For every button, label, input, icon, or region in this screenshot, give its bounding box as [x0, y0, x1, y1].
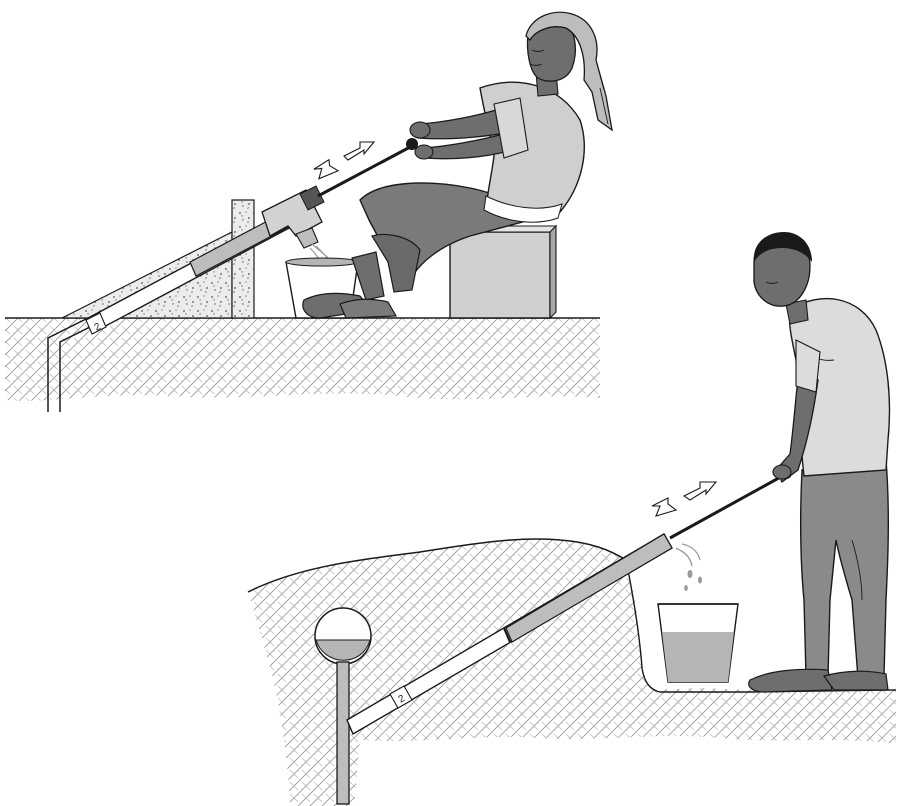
bottom-motion-arrows	[652, 482, 716, 516]
top-motion-arrows	[313, 142, 374, 179]
seat-box	[450, 226, 556, 318]
bottom-water-splash	[676, 544, 702, 591]
concrete-post	[232, 200, 254, 318]
bottom-water-bucket	[658, 604, 738, 682]
bottom-pump-handle-rod	[670, 474, 786, 538]
top-scene-seated-pumping: 2	[5, 12, 612, 412]
concrete-pump-base	[62, 232, 232, 318]
standing-boy-figure	[749, 232, 890, 692]
